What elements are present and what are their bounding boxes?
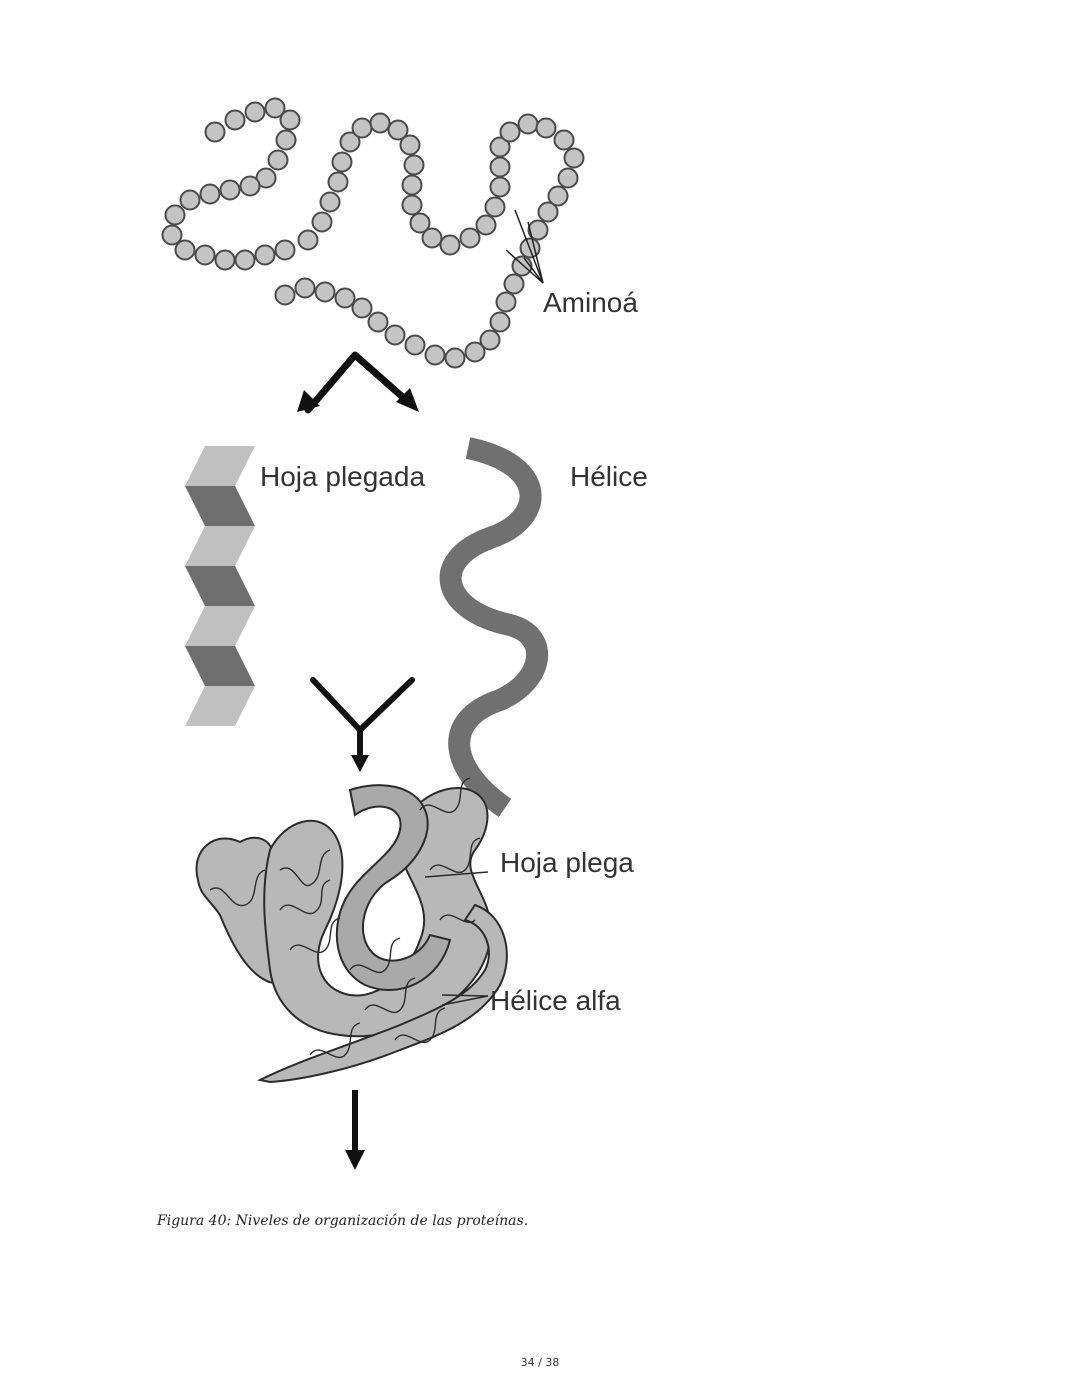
amino-acid-bead: [331, 151, 353, 173]
amino-acid-bead: [527, 219, 549, 241]
amino-acid-bead: [351, 117, 373, 139]
amino-acid-bead: [489, 156, 511, 178]
sheet-label: Hoja plegada: [260, 461, 425, 492]
sheet-segment: [185, 566, 255, 606]
amino-acid-bead: [399, 134, 421, 156]
sheet-segment: [185, 446, 255, 486]
amino-acid-bead: [339, 131, 361, 153]
amino-acid-bead: [194, 244, 216, 266]
amino-acid-bead: [264, 97, 286, 119]
amino-acid-bead: [517, 113, 539, 135]
sheet-segment: [185, 686, 255, 726]
amino-acid-bead: [424, 344, 446, 366]
amino-acid-bead: [297, 229, 319, 251]
amino-acid-bead: [563, 147, 585, 169]
split-arrow: [304, 351, 410, 414]
amino-acid-bead: [489, 311, 511, 333]
amino-acid-bead: [174, 239, 196, 261]
amino-acid-bead: [254, 244, 276, 266]
sheet-tertiary-label: Hoja plega: [500, 847, 634, 878]
amino-acid-bead: [403, 154, 425, 176]
sheet-segment: [185, 606, 255, 646]
amino-acid-bead: [279, 109, 301, 131]
amino-acid-bead: [199, 183, 221, 205]
amino-acid-bead: [244, 101, 266, 123]
helix-label: Hélice: [570, 461, 648, 492]
amino-acid-bead: [274, 239, 296, 261]
amino-acid-bead: [459, 227, 481, 249]
amino-acid-bead: [464, 341, 486, 363]
amino-acid-bead: [401, 194, 423, 216]
amino-acid-bead: [553, 129, 575, 151]
amino-acid-bead: [179, 189, 201, 211]
amino-acid-bead: [409, 212, 431, 234]
amino-acid-bead: [537, 201, 559, 223]
split-arrow-heads: [297, 388, 419, 412]
amino-acid-bead: [557, 167, 579, 189]
amino-acid-bead: [495, 291, 517, 313]
down-arrow-head: [345, 1150, 365, 1170]
amino-acid-bead: [489, 176, 511, 198]
merge-arrow: [310, 677, 415, 761]
amino-acid-bead: [327, 171, 349, 193]
tertiary-protein: [195, 777, 508, 1084]
amino-acid-bead: [274, 284, 296, 306]
amino-acid-bead: [499, 121, 521, 143]
amino-acid-bead: [204, 121, 226, 143]
amino-acid-bead: [275, 129, 297, 151]
amino-pointer-lines: [505, 209, 544, 284]
helix-tertiary-label: Hélice alfa: [490, 985, 621, 1016]
amino-acid-bead: [367, 311, 389, 333]
amino-acid-chain: [161, 97, 585, 369]
amino-acid-bead: [314, 281, 336, 303]
amino-acid-bead: [319, 191, 341, 213]
amino-acid-bead: [479, 329, 501, 351]
sheet-segment: [185, 646, 255, 686]
page-number: 34 / 38: [520, 1356, 560, 1369]
amino-label: Aminoá: [543, 287, 638, 318]
amino-acid-bead: [404, 334, 426, 356]
amino-acid-bead: [511, 255, 533, 277]
amino-acid-bead: [484, 196, 506, 218]
amino-acid-bead: [334, 287, 356, 309]
amino-acid-bead: [387, 119, 409, 141]
amino-acid-bead: [224, 109, 246, 131]
amino-acid-bead: [239, 175, 261, 197]
pleated-sheet: [185, 446, 255, 726]
amino-acid-bead: [503, 273, 525, 295]
figure-caption: Figura 40: Niveles de organización de la…: [157, 1213, 529, 1229]
amino-acid-bead: [369, 112, 391, 134]
amino-acid-bead: [219, 179, 241, 201]
amino-acid-bead: [161, 224, 183, 246]
sheet-segment: [185, 526, 255, 566]
protein-structure-figure: Aminoá Hoja plegada Hélice: [150, 90, 650, 1180]
amino-acid-bead: [489, 136, 511, 158]
merge-arrow-head: [351, 755, 369, 772]
amino-acid-bead: [439, 234, 461, 256]
amino-acid-bead: [401, 174, 423, 196]
amino-acid-bead: [214, 249, 236, 271]
amino-acid-bead: [547, 185, 569, 207]
amino-acid-bead: [384, 324, 406, 346]
amino-acid-bead: [444, 347, 466, 369]
amino-acid-bead: [421, 227, 443, 249]
amino-acid-bead: [267, 149, 289, 171]
alpha-helix: [439, 437, 548, 818]
amino-acid-bead: [164, 204, 186, 226]
sheet-segment: [185, 486, 255, 526]
amino-acid-bead: [475, 214, 497, 236]
amino-acid-bead: [311, 211, 333, 233]
amino-acid-bead: [234, 249, 256, 271]
amino-acid-bead: [535, 117, 557, 139]
amino-acid-bead: [351, 297, 373, 319]
amino-acid-bead: [294, 277, 316, 299]
